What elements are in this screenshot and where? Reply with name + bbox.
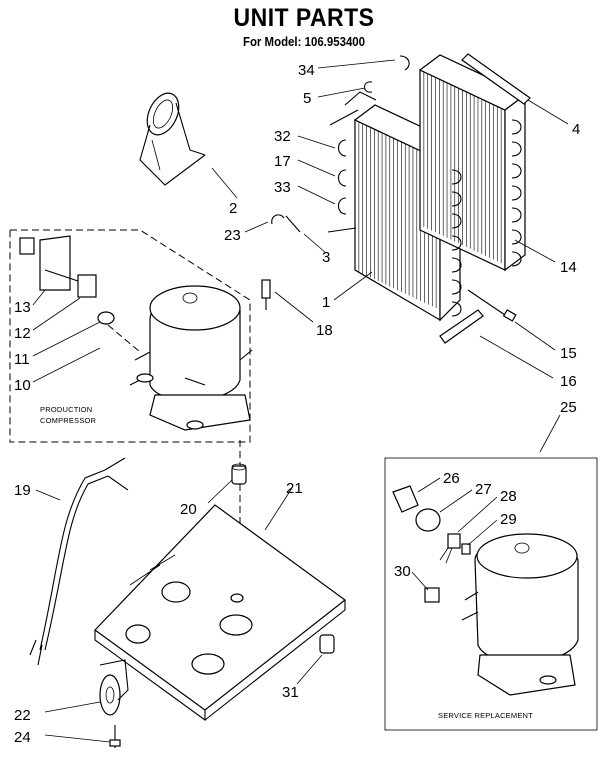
callout-17: 17 <box>274 153 291 170</box>
part-34-clip <box>399 55 410 71</box>
part-27-overload <box>415 508 441 532</box>
coil-return-bend <box>451 279 462 295</box>
coil-return-bend <box>511 185 522 201</box>
callout-27: 27 <box>475 481 492 498</box>
part-21-base-pan <box>94 504 346 722</box>
callout-5: 5 <box>303 90 311 107</box>
part-26-clip <box>392 485 419 513</box>
part-11-clip <box>97 311 115 325</box>
service-replacement-caption: SERVICE REPLACEMENT <box>438 711 533 720</box>
coil-return-bend <box>511 229 522 245</box>
part-19-wire-harness <box>29 457 129 666</box>
callout-20: 20 <box>180 501 197 518</box>
part-12-relay <box>77 274 97 298</box>
callout-4: 4 <box>572 121 580 138</box>
callout-13: 13 <box>14 299 31 316</box>
callout-29: 29 <box>500 511 517 528</box>
callout-24: 24 <box>14 729 31 746</box>
callout-19: 19 <box>14 482 31 499</box>
model-subtitle: For Model: 106.953400 <box>242 34 366 49</box>
callout-23: 23 <box>224 227 241 244</box>
callout-1: 1 <box>322 294 330 311</box>
part-30-capacitor <box>424 587 440 603</box>
coil-return-bends <box>451 119 522 317</box>
callout-18: 18 <box>316 322 333 339</box>
callout-3: 3 <box>322 249 330 266</box>
part-2-duct <box>139 92 206 186</box>
coil-return-bend <box>511 251 522 267</box>
callout-34: 34 <box>298 62 315 79</box>
callout-30: 30 <box>394 563 411 580</box>
part-32-clip <box>337 139 347 157</box>
part-5-clip <box>363 81 373 93</box>
callout-10: 10 <box>14 377 31 394</box>
callout-33: 33 <box>274 179 291 196</box>
callout-21: 21 <box>286 480 303 497</box>
production-compressor-caption-2: COMPRESSOR <box>40 416 97 425</box>
part-4-bar <box>461 53 531 105</box>
coil-return-bend <box>451 235 462 251</box>
coil-return-bend <box>511 141 522 157</box>
part-15-fitting <box>467 289 517 322</box>
page-title: UNIT PARTS <box>233 4 375 32</box>
callout-14: 14 <box>560 259 577 276</box>
coil-return-bend <box>451 301 462 317</box>
part-20-grommet <box>231 463 247 485</box>
part-17-clip <box>337 169 347 187</box>
part-33-clip <box>337 197 347 215</box>
coil-return-bend <box>511 119 522 135</box>
coil-tube-stub <box>344 91 377 106</box>
callout-31: 31 <box>282 684 299 701</box>
service-replacement-box <box>384 457 598 731</box>
callout-28: 28 <box>500 488 517 505</box>
part-22-caster <box>99 659 129 716</box>
callout-11: 11 <box>14 351 30 368</box>
callout-2: 2 <box>229 200 237 217</box>
part-18-valve <box>261 279 271 310</box>
callout-12: 12 <box>14 325 31 342</box>
callout-22: 22 <box>14 707 31 724</box>
part-16-bar <box>439 309 484 344</box>
production-compressor-box <box>9 229 251 443</box>
part-3-fitting <box>285 215 301 233</box>
service-compressor <box>461 533 579 696</box>
part-14-coil <box>418 54 527 272</box>
coil-return-bend <box>451 257 462 273</box>
production-compressor <box>129 285 253 431</box>
leader-lines <box>32 59 569 743</box>
coil-return-bend <box>451 191 462 207</box>
callout-26: 26 <box>443 470 460 487</box>
part-28-relay <box>439 533 461 564</box>
callout-25: 25 <box>560 399 577 416</box>
callout-16: 16 <box>560 373 577 390</box>
coil-return-bend <box>451 169 462 185</box>
part-29-cover <box>461 543 471 555</box>
coil-return-bend <box>511 163 522 179</box>
callout-15: 15 <box>560 345 577 362</box>
coil-return-bend <box>451 213 462 229</box>
part-23-clip <box>271 214 285 225</box>
callout-32: 32 <box>274 128 291 145</box>
coil-return-bend <box>511 207 522 223</box>
part-24-screw <box>109 725 121 748</box>
production-compressor-caption-1: PRODUCTION <box>40 405 92 414</box>
part-31-foot <box>319 634 335 654</box>
